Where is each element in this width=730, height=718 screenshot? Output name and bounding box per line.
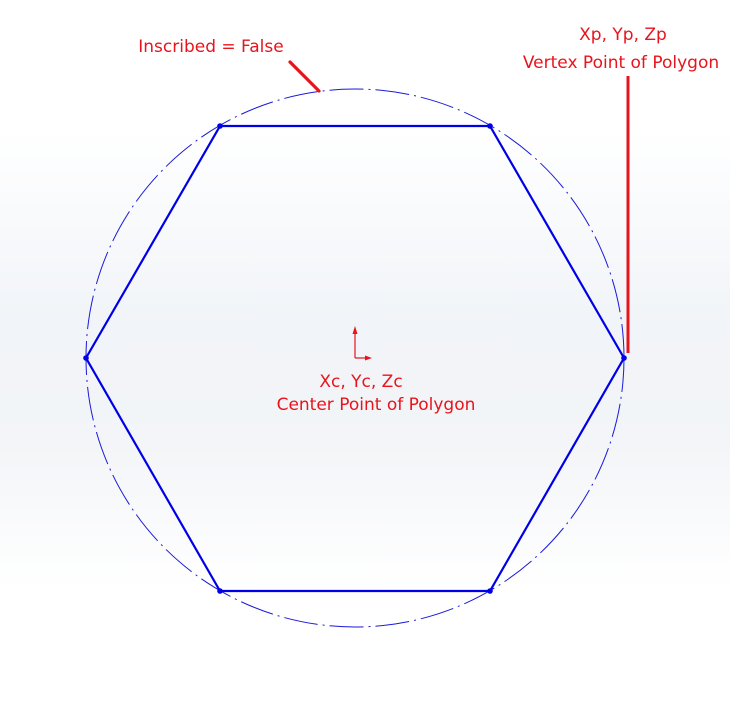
vertex-label-annotation: Vertex Point of Polygon xyxy=(523,53,719,73)
center-label-annotation: Center Point of Polygon xyxy=(277,395,476,415)
vertex-point[interactable] xyxy=(83,355,89,361)
inscribed-leader-line xyxy=(288,60,321,93)
vertex-point[interactable] xyxy=(217,588,223,594)
vertex-point[interactable] xyxy=(487,588,493,594)
vertex-point[interactable] xyxy=(487,123,493,129)
vertex-point[interactable] xyxy=(217,123,223,129)
vertex-point[interactable] xyxy=(621,355,627,361)
vertex-coords-annotation: Xp, Yp, Zp xyxy=(579,25,667,45)
origin-triad-icon[interactable] xyxy=(352,326,373,361)
center-coords-annotation: Xc, Yc, Zc xyxy=(319,372,402,392)
inscribed-annotation: Inscribed = False xyxy=(138,37,283,57)
